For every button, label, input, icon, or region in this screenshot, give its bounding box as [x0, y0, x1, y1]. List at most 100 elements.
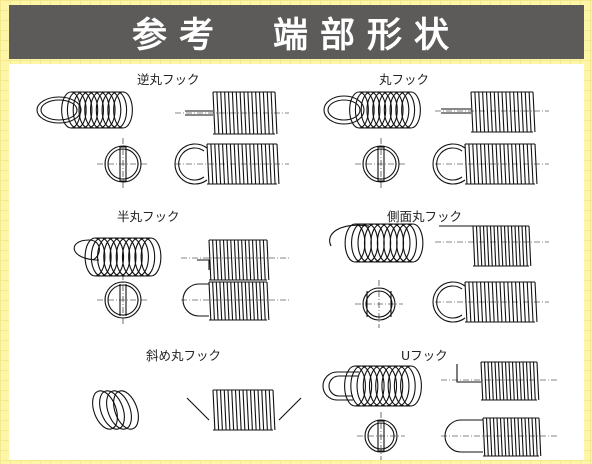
coil-wire: [482, 225, 486, 267]
coil-wire: [531, 417, 535, 457]
u-hook-loop: [328, 375, 359, 397]
coil-wire: [233, 281, 237, 321]
end-view-inner: [365, 290, 393, 318]
coil-wire: [261, 389, 265, 431]
coil-wire: [276, 143, 280, 185]
coil-turn: [103, 237, 125, 277]
hook-loop: [329, 224, 370, 247]
coil-wire: [222, 281, 226, 321]
coil-wire: [262, 239, 266, 281]
diagram-side-round-hook: [329, 223, 424, 263]
coil-wire: [239, 91, 243, 135]
coil-wire: [262, 91, 266, 135]
end-view-ring: [362, 145, 400, 183]
coil-wire: [511, 361, 515, 401]
coil-turn: [121, 237, 143, 277]
coil-wire: [505, 91, 509, 133]
coil-wire: [493, 225, 497, 267]
hook-bar: [197, 259, 210, 270]
coil-wire: [224, 91, 228, 135]
coil-wire: [230, 239, 234, 281]
coil-wire: [487, 143, 491, 185]
coil-wire: [501, 361, 505, 401]
coil-turn: [400, 365, 422, 407]
coil-wire: [530, 143, 534, 185]
coil-wire: [490, 361, 494, 401]
hook-loop-inner: [178, 147, 205, 181]
coil-wire: [534, 417, 538, 457]
coil-wire: [528, 225, 532, 267]
coil-wire: [515, 361, 519, 401]
oblique-hook-end: [186, 397, 302, 421]
coil-wire: [241, 239, 244, 281]
hook-bar: [441, 108, 471, 114]
coil-wire: [480, 143, 484, 185]
coil-turn: [61, 91, 81, 129]
coil-wire: [215, 239, 219, 281]
coil-wire: [476, 281, 480, 323]
coil-wire: [483, 361, 487, 401]
coil-wire: [258, 91, 262, 135]
coil-wire: [249, 389, 253, 431]
coil-wire: [245, 143, 249, 185]
diagram-panel: 逆丸フック 丸フック 半丸フック 側面丸フック 斜め丸フック Uフック: [9, 64, 584, 460]
coil-turn: [95, 91, 116, 129]
coil-wire: [257, 389, 261, 431]
coil-wire: [208, 239, 212, 281]
coil-wire: [503, 281, 507, 323]
coil-wire: [227, 91, 231, 135]
coil-turn: [84, 237, 106, 277]
diagram-u-hook: [322, 365, 422, 407]
coil-wire: [264, 143, 268, 185]
coil-wire: [524, 91, 528, 133]
coil-wire: [483, 143, 487, 185]
coil-wire: [212, 91, 216, 135]
coil-wire: [257, 143, 261, 185]
oblique-turn: [113, 390, 139, 430]
coil-wire: [491, 143, 495, 185]
coil-turn: [356, 365, 379, 407]
coil-wire: [206, 143, 210, 185]
coil-wire: [485, 91, 489, 133]
coil-wire: [253, 143, 257, 185]
coil-wire: [507, 225, 511, 267]
u-hook-bar: [456, 364, 481, 383]
coil-wire: [212, 239, 215, 281]
coil-wire: [474, 91, 478, 133]
coil-wire: [274, 91, 278, 135]
coil-wire: [491, 281, 495, 323]
coil-wire: [496, 225, 500, 267]
coil-wire: [242, 389, 246, 431]
coil-wire: [521, 225, 525, 267]
coil-wire: [530, 281, 534, 323]
coil-turn: [368, 365, 391, 407]
coil-wire: [503, 225, 507, 267]
oblique-turn: [92, 390, 118, 430]
coil-wire: [524, 417, 528, 457]
coil-turn: [350, 365, 373, 407]
coil-wire: [497, 91, 501, 133]
label-round-hook: 丸フック: [379, 72, 430, 87]
coil-wire: [247, 91, 251, 135]
coil-wire: [249, 143, 253, 185]
end-view-ring: [362, 287, 396, 321]
coil-outline: [355, 223, 413, 263]
hook-loop: [73, 239, 100, 261]
coil-wire: [518, 361, 522, 401]
hook-diagrams: [36, 91, 557, 460]
coil-wire: [487, 361, 491, 401]
coil-wire: [518, 143, 522, 185]
coil-wire: [220, 91, 224, 135]
loop-view-half-round-hook: [181, 281, 289, 321]
coil-wire: [219, 281, 223, 321]
loop-view-side-round-hook: [432, 281, 549, 323]
coil-wire: [231, 91, 235, 135]
coil-turn: [383, 91, 404, 129]
header-title: 参考 端部形状: [131, 15, 461, 56]
coil-wire: [503, 417, 507, 457]
coil-wire: [259, 281, 263, 321]
coil-turn: [90, 237, 112, 277]
coil-wire: [475, 225, 479, 267]
end-view-reverse-round-hook: [97, 138, 149, 190]
u-hook-loop-outer: [322, 371, 359, 401]
